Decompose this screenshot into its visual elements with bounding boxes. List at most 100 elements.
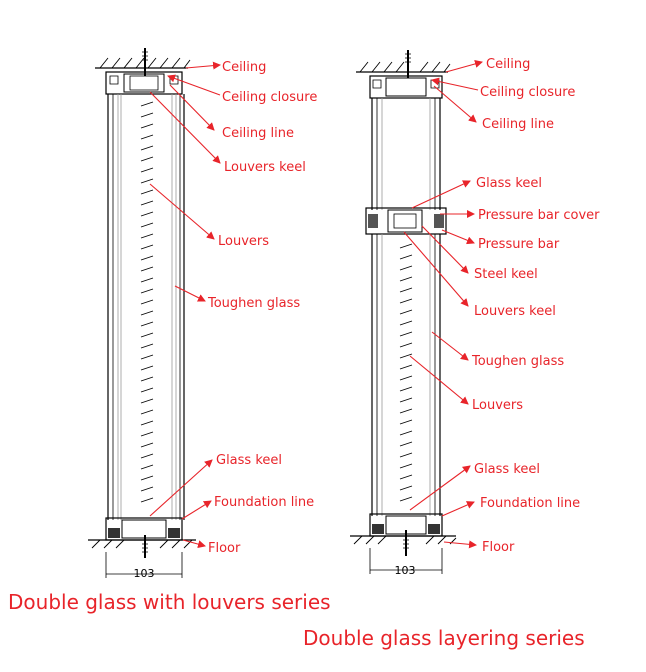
label-ceiling-line: Ceiling line bbox=[482, 117, 554, 132]
louver-slat bbox=[399, 342, 413, 348]
label-ceiling-line: Ceiling line bbox=[222, 126, 294, 141]
louver-slat bbox=[140, 310, 154, 316]
left-ceiling-slab bbox=[95, 48, 191, 76]
right-ceiling-slab bbox=[356, 50, 451, 78]
louver-slat bbox=[140, 497, 154, 503]
louver-slat bbox=[140, 332, 154, 338]
louver-slat bbox=[140, 178, 154, 184]
right-leaders bbox=[403, 60, 483, 549]
caption-right: Double glass layering series bbox=[303, 626, 585, 650]
louver-slat bbox=[140, 431, 154, 437]
label-ceiling-closure: Ceiling closure bbox=[222, 90, 317, 105]
label-toughen-glass: Toughen glass bbox=[471, 354, 564, 369]
louver-slat bbox=[399, 243, 413, 249]
left-leaders bbox=[149, 61, 221, 549]
right-dimension-text: 103 bbox=[395, 564, 416, 577]
right-upper-glass bbox=[371, 98, 441, 210]
louver-slat bbox=[399, 320, 413, 326]
louver-slat bbox=[399, 419, 413, 425]
label-pressure-bar-cover: Pressure bar cover bbox=[478, 208, 600, 223]
label-glass-keel: Glass keel bbox=[476, 176, 542, 191]
louver-slat bbox=[140, 255, 154, 261]
louver-slat bbox=[399, 441, 413, 447]
louver-slat bbox=[140, 420, 154, 426]
louver-slat bbox=[399, 353, 413, 359]
louver-slat bbox=[140, 376, 154, 382]
louver-slat bbox=[399, 254, 413, 260]
louver-slat bbox=[140, 365, 154, 371]
louver-slat bbox=[140, 354, 154, 360]
louver-slat bbox=[140, 464, 154, 470]
label-ceiling: Ceiling bbox=[486, 57, 530, 72]
left-glass-panels bbox=[107, 94, 185, 520]
louver-slat bbox=[140, 134, 154, 140]
louver-slat bbox=[399, 430, 413, 436]
left-floor bbox=[88, 535, 196, 558]
label-louvers-keel: Louvers keel bbox=[224, 160, 306, 175]
label-steel-keel: Steel keel bbox=[474, 267, 538, 282]
louver-slat bbox=[140, 167, 154, 173]
louver-slat bbox=[140, 101, 154, 107]
label-louvers: Louvers bbox=[218, 234, 269, 249]
label-floor: Floor bbox=[208, 541, 241, 556]
left-dimension-text: 103 bbox=[134, 567, 155, 580]
louver-slat bbox=[140, 233, 154, 239]
louver-slat bbox=[140, 387, 154, 393]
louver-slat bbox=[140, 486, 154, 492]
label-foundation-line: Foundation line bbox=[480, 496, 580, 511]
label-glass-keel-lower: Glass keel bbox=[474, 462, 540, 477]
right-partition-drawing: 103 Ceiling Ceiling closure Ceiling line… bbox=[350, 50, 600, 577]
right-middle-transom bbox=[365, 207, 447, 235]
louver-slat bbox=[140, 222, 154, 228]
louver-slat bbox=[399, 331, 413, 337]
caption-left: Double glass with louvers series bbox=[8, 590, 331, 614]
louver-slat bbox=[140, 475, 154, 481]
label-foundation-line: Foundation line bbox=[214, 495, 314, 510]
louver-slat bbox=[399, 364, 413, 370]
louver-slat bbox=[399, 463, 413, 469]
label-pressure-bar: Pressure bar bbox=[478, 237, 560, 252]
louver-slat bbox=[399, 485, 413, 491]
louver-slat bbox=[399, 309, 413, 315]
louver-slat bbox=[140, 321, 154, 327]
right-lower-glass bbox=[371, 234, 441, 516]
louver-slat bbox=[140, 266, 154, 272]
louver-slat bbox=[140, 156, 154, 162]
label-floor: Floor bbox=[482, 540, 515, 555]
label-ceiling: Ceiling bbox=[222, 60, 266, 75]
louver-slat bbox=[399, 276, 413, 282]
louver-slat bbox=[140, 112, 154, 118]
label-glass-keel: Glass keel bbox=[216, 453, 282, 468]
right-top-channel bbox=[369, 75, 443, 99]
louver-slat bbox=[140, 409, 154, 415]
label-louvers: Louvers bbox=[472, 398, 523, 413]
louver-slat bbox=[399, 397, 413, 403]
right-floor bbox=[350, 530, 457, 556]
louver-slat bbox=[140, 145, 154, 151]
louver-slat bbox=[399, 452, 413, 458]
left-louvers bbox=[140, 101, 154, 503]
louver-slat bbox=[140, 453, 154, 459]
right-dimension: 103 bbox=[369, 548, 443, 577]
left-partition-drawing: 103 Ceiling Ceiling closure Ceiling line… bbox=[88, 48, 317, 580]
left-dimension: 103 bbox=[105, 552, 183, 580]
louver-slat bbox=[399, 375, 413, 381]
louver-slat bbox=[140, 398, 154, 404]
louver-slat bbox=[399, 265, 413, 271]
louver-slat bbox=[399, 298, 413, 304]
label-ceiling-closure: Ceiling closure bbox=[480, 85, 575, 100]
louver-slat bbox=[140, 343, 154, 349]
louver-slat bbox=[399, 496, 413, 502]
louver-slat bbox=[140, 200, 154, 206]
right-louvers bbox=[399, 243, 413, 502]
louver-slat bbox=[399, 408, 413, 414]
label-toughen-glass: Toughen glass bbox=[207, 296, 300, 311]
louver-slat bbox=[399, 474, 413, 480]
label-louvers-keel: Louvers keel bbox=[474, 304, 556, 319]
louver-slat bbox=[140, 442, 154, 448]
louver-slat bbox=[140, 288, 154, 294]
louver-slat bbox=[399, 287, 413, 293]
louver-slat bbox=[140, 299, 154, 305]
louver-slat bbox=[140, 123, 154, 129]
